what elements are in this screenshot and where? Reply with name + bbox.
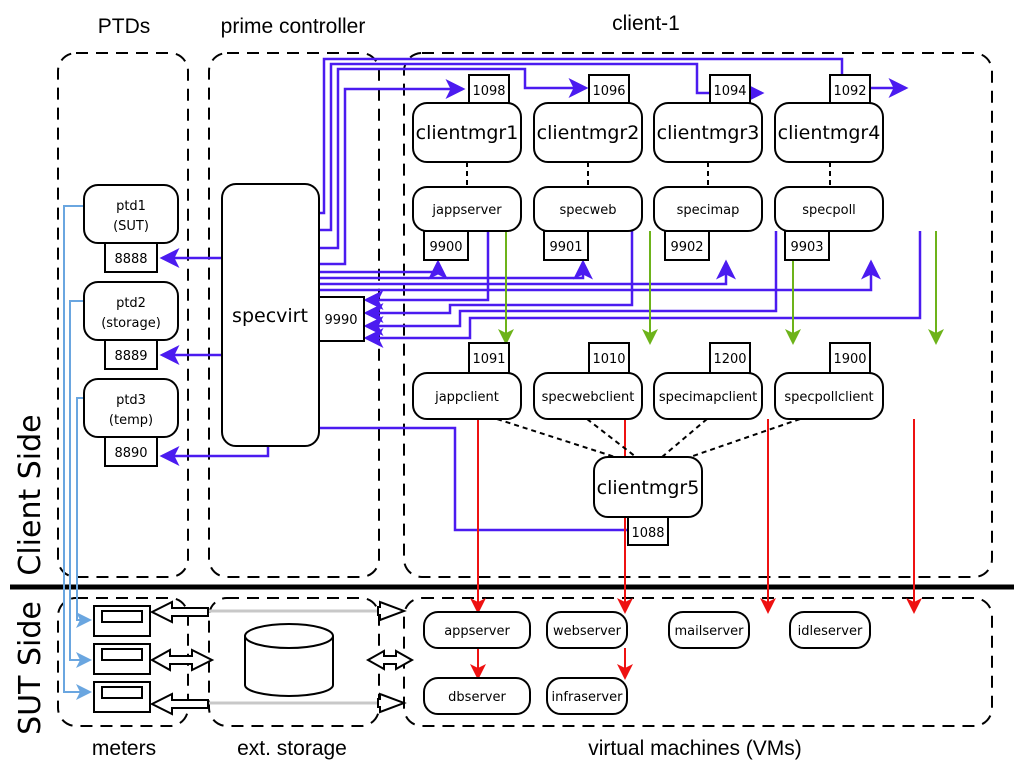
svg-text:1098: 1098 (472, 84, 505, 99)
workload-client-specpollclient[interactable]: 1900 specpollclient (774, 342, 884, 420)
svg-text:(storage): (storage) (101, 316, 161, 331)
svg-text:1088: 1088 (631, 526, 664, 541)
storage-cylinder-icon (244, 623, 334, 697)
svg-text:ptd1: ptd1 (116, 199, 146, 214)
svg-text:(SUT): (SUT) (113, 219, 149, 234)
svg-text:jappserver: jappserver (431, 203, 502, 218)
ptd-2[interactable]: ptd2 (storage) 8889 (83, 281, 179, 370)
svg-text:1091: 1091 (472, 352, 505, 367)
specvirt-port: 9990 (324, 313, 357, 328)
client-header: client-1 (612, 12, 680, 35)
vms-label: virtual machines (VMs) (588, 737, 802, 760)
prime-client-specimap[interactable]: specimap 9902 (653, 186, 763, 261)
client-to-vm-arrows (470, 419, 922, 680)
svg-text:9900: 9900 (429, 240, 462, 255)
meter-3[interactable] (93, 681, 151, 713)
svg-text:webserver: webserver (553, 624, 622, 639)
arrow-head-icon (377, 600, 407, 622)
clientmgr-links (466, 162, 831, 458)
ptd-1-port: 8888 (114, 252, 147, 267)
meters-label: meters (92, 737, 156, 760)
meter-2[interactable] (93, 643, 151, 675)
vm-infraserver[interactable]: infraserver (546, 677, 628, 715)
prime-to-client-arrows (498, 231, 944, 345)
svg-text:(temp): (temp) (109, 413, 153, 428)
double-arrow-icon (149, 648, 215, 672)
svg-text:dbserver: dbserver (448, 690, 506, 705)
arrow-head-icon (377, 692, 407, 714)
client-group (403, 52, 993, 578)
vm-mailserver[interactable]: mailserver (668, 611, 750, 649)
clientmgr-1[interactable]: 1098 clientmgr1 (412, 74, 522, 163)
svg-text:9903: 9903 (790, 240, 823, 255)
svg-text:1200: 1200 (713, 352, 746, 367)
svg-text:specpoll: specpoll (802, 203, 856, 218)
workload-client-jappclient[interactable]: 1091 jappclient (412, 342, 522, 420)
prime-client-specweb[interactable]: specweb 9901 (533, 186, 643, 261)
svg-text:1900: 1900 (833, 352, 866, 367)
ptd-1[interactable]: ptd1 (SUT) 8888 (83, 184, 179, 273)
double-arrow-icon (149, 692, 209, 716)
clientmgr-2[interactable]: 1096 clientmgr2 (533, 74, 643, 163)
svg-text:9902: 9902 (670, 240, 703, 255)
svg-text:clientmgr1: clientmgr1 (416, 122, 519, 144)
svg-text:1094: 1094 (713, 84, 746, 99)
svg-text:specvirt: specvirt (232, 305, 308, 327)
workload-client-specimapclient[interactable]: 1200 specimapclient (653, 342, 763, 420)
specvirt[interactable]: specvirt 9990 (221, 183, 365, 447)
vm-dbserver[interactable]: dbserver (423, 677, 531, 715)
ptds-group (57, 52, 189, 578)
prime-controller-header: prime controller (221, 15, 366, 38)
svg-text:mailserver: mailserver (674, 624, 744, 639)
svg-text:1010: 1010 (592, 352, 625, 367)
ext-storage-label: ext. storage (237, 737, 347, 760)
ptds-header: PTDs (98, 15, 151, 38)
vm-appserver[interactable]: appserver (423, 611, 531, 649)
svg-text:appserver: appserver (444, 624, 510, 639)
svg-text:specimapclient: specimapclient (659, 390, 757, 405)
svg-text:clientmgr5: clientmgr5 (597, 477, 700, 499)
svg-text:1096: 1096 (592, 84, 625, 99)
meter-links (63, 205, 92, 700)
svg-text:clientmgr4: clientmgr4 (778, 122, 881, 144)
svg-text:clientmgr2: clientmgr2 (537, 122, 640, 144)
prime-client-jappserver[interactable]: jappserver 9900 (412, 186, 522, 261)
svg-text:specweb: specweb (559, 203, 616, 218)
clientmgr-4[interactable]: 1092 clientmgr4 (774, 74, 884, 163)
meters (93, 605, 151, 713)
svg-text:idleserver: idleserver (798, 624, 863, 639)
svg-text:infraserver: infraserver (552, 690, 624, 705)
svg-text:jappclient: jappclient (434, 390, 499, 405)
meter-1[interactable] (93, 605, 151, 637)
vm-idleserver[interactable]: idleserver (789, 611, 871, 649)
ptd-3[interactable]: ptd3 (temp) 8890 (83, 378, 179, 467)
svg-text:specimap: specimap (677, 203, 740, 218)
sut-side-label: SUT Side (13, 601, 48, 735)
clientmgr-3[interactable]: 1094 clientmgr3 (653, 74, 763, 163)
workload-client-specwebclient[interactable]: 1010 specwebclient (533, 342, 643, 420)
ptd-3-port: 8890 (114, 446, 147, 461)
prime-client-specpoll[interactable]: specpoll 9903 (774, 186, 884, 261)
client-side-label: Client Side (13, 414, 48, 575)
double-arrow-icon (365, 649, 415, 671)
svg-text:specpollclient: specpollclient (784, 390, 873, 405)
clientmgr-5[interactable]: clientmgr5 1088 (593, 456, 703, 546)
vm-webserver[interactable]: webserver (546, 611, 628, 649)
svg-text:specwebclient: specwebclient (542, 390, 635, 405)
svg-text:ptd2: ptd2 (116, 296, 146, 311)
svg-text:9901: 9901 (549, 240, 582, 255)
svg-text:ptd3: ptd3 (116, 393, 146, 408)
svg-text:clientmgr3: clientmgr3 (657, 122, 760, 144)
svg-text:1092: 1092 (833, 84, 866, 99)
double-arrow-icon (149, 600, 209, 624)
ptd-2-port: 8889 (114, 349, 147, 364)
power-connections (149, 600, 415, 716)
